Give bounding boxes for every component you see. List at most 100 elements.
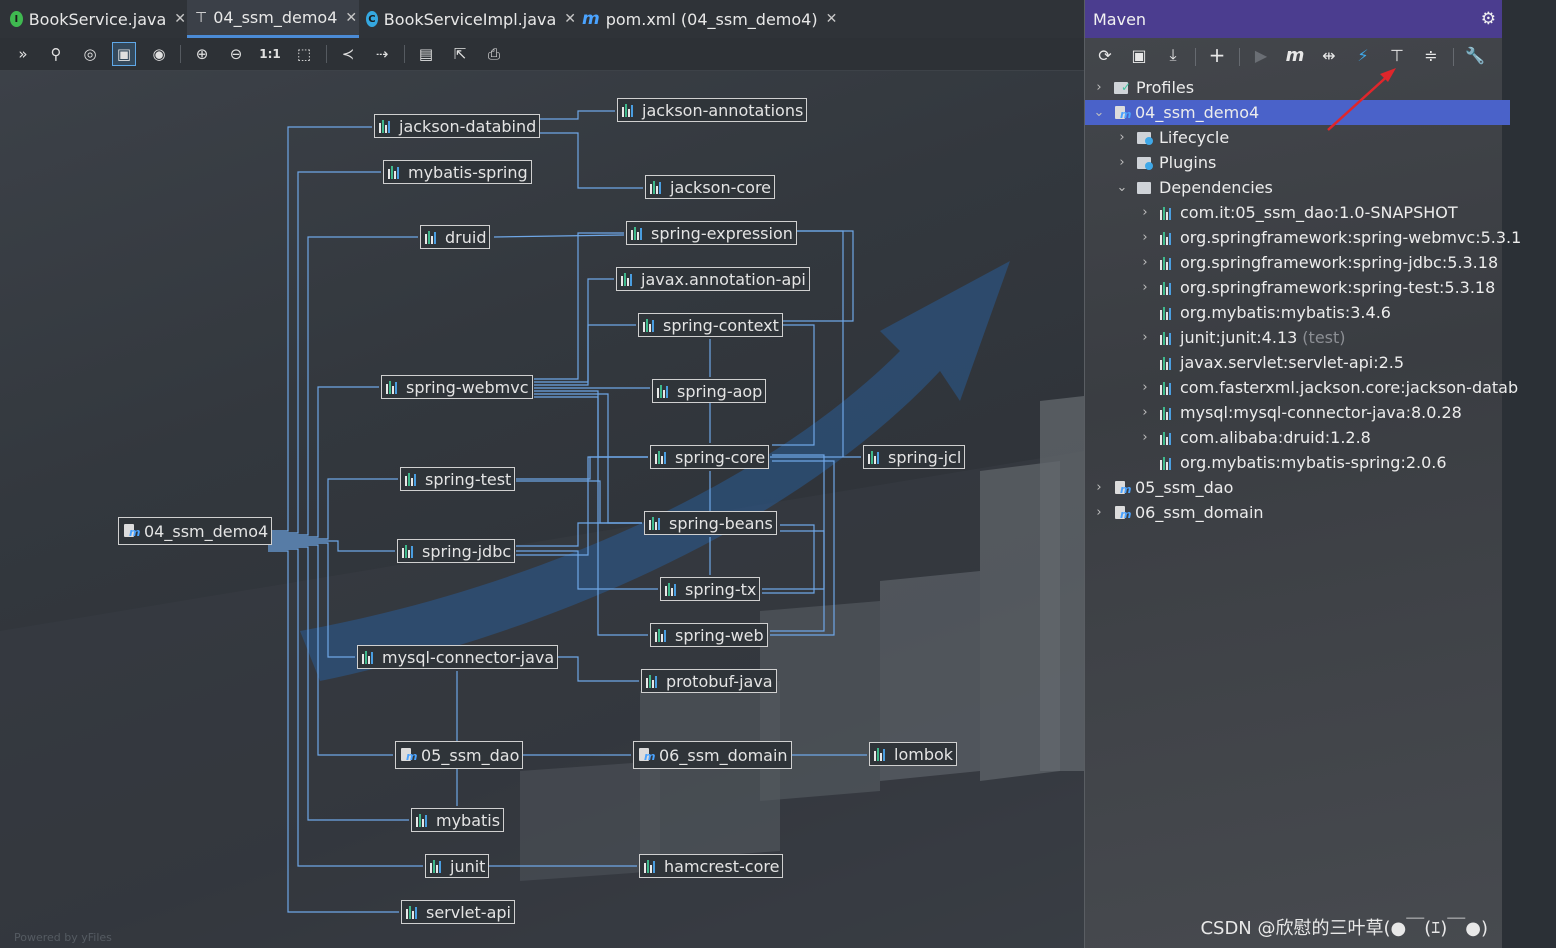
share-icon[interactable]: ≺ <box>341 45 355 63</box>
node-spring-expression[interactable]: spring-expression <box>626 221 797 245</box>
chevron-right-icon[interactable]: › <box>1142 430 1148 445</box>
tree-item-plugins[interactable]: › Plugins <box>1085 150 1533 175</box>
tree-item-dependency[interactable]: javax.servlet:servlet-api:2.5 <box>1085 350 1556 375</box>
tree-item-profiles[interactable]: › Profiles <box>1085 75 1510 100</box>
chevron-down-icon[interactable]: ⌄ <box>1116 180 1128 195</box>
node-druid[interactable]: druid <box>420 225 491 249</box>
node-spring-aop[interactable]: spring-aop <box>652 379 767 403</box>
close-icon[interactable]: ✕ <box>345 9 358 26</box>
node-jackson-annotations[interactable]: jackson-annotations <box>617 98 808 122</box>
add-project-icon[interactable]: ▣ <box>1131 45 1147 65</box>
node-spring-webmvc[interactable]: spring-webmvc <box>381 375 533 399</box>
chevron-down-icon[interactable]: ⌄ <box>1093 105 1105 120</box>
reload-icon[interactable]: ⟳ <box>1098 45 1112 65</box>
fit-window-icon[interactable]: ⬚ <box>296 45 312 63</box>
node-mybatis-spring[interactable]: mybatis-spring <box>383 160 532 184</box>
chevron-right-icon[interactable]: › <box>1096 480 1102 495</box>
tab-pom-xml[interactable]: m pom.xml (04_ssm_demo4) ✕ <box>582 0 837 38</box>
node-mybatis[interactable]: mybatis <box>411 808 505 832</box>
print-icon[interactable]: ⎙ <box>487 45 500 63</box>
tree-item-dependency[interactable]: ›org.springframework:spring-jdbc:5.3.18 <box>1085 250 1556 275</box>
tree-item-dependency[interactable]: ›com.fasterxml.jackson.core:jackson-data… <box>1085 375 1556 400</box>
tree-item-dependency[interactable]: ›org.springframework:spring-test:5.3.18 <box>1085 275 1556 300</box>
focus-icon[interactable]: ◎ <box>83 45 97 63</box>
node-spring-web[interactable]: spring-web <box>650 623 768 647</box>
dependency-diagram-canvas[interactable]: jackson-databind jackson-annotations myb… <box>0 71 1084 948</box>
run-icon[interactable]: ▶ <box>1254 45 1268 65</box>
node-spring-jcl[interactable]: spring-jcl <box>863 445 966 469</box>
tree-item-project-06-ssm-domain[interactable]: › 06_ssm_domain <box>1085 500 1510 525</box>
node-javax-annotation-api[interactable]: javax.annotation-api <box>616 267 810 291</box>
node-spring-jdbc[interactable]: spring-jdbc <box>397 539 516 563</box>
node-05-ssm-dao[interactable]: 05_ssm_dao <box>395 741 524 769</box>
close-icon[interactable]: ✕ <box>174 11 186 27</box>
fit-content-icon[interactable]: ▣ <box>112 42 136 66</box>
zoom-in-icon[interactable]: ⊕ <box>195 45 209 63</box>
node-junit[interactable]: junit <box>425 854 490 878</box>
node-lombok[interactable]: lombok <box>869 742 958 766</box>
actual-size-icon[interactable]: 1:1 <box>259 47 281 61</box>
tree-item-dependency[interactable]: ›org.springframework:spring-webmvc:5.3.1 <box>1085 225 1556 250</box>
tab-bookservice-java[interactable]: I BookService.java ✕ <box>10 0 186 38</box>
node-06-ssm-domain[interactable]: 06_ssm_domain <box>633 741 792 769</box>
tree-item-dependencies[interactable]: ⌄ Dependencies <box>1116 178 1273 197</box>
save-icon[interactable]: ▤ <box>418 45 434 63</box>
background-wallpaper <box>0 261 1084 948</box>
node-spring-tx[interactable]: spring-tx <box>660 577 761 601</box>
tab-bookserviceimpl-java[interactable]: C BookServiceImpl.java ✕ <box>366 0 576 38</box>
settings-icon[interactable]: 🔧 <box>1465 45 1485 65</box>
node-spring-core[interactable]: spring-core <box>650 445 770 469</box>
route-icon[interactable]: ⇢ <box>375 45 389 63</box>
tree-item-dependency[interactable]: ›junit:junit:4.13(test) <box>1085 325 1556 350</box>
hierarchy-icon[interactable]: ⚲ <box>50 45 62 63</box>
plus-icon[interactable]: + <box>1208 43 1226 67</box>
node-jackson-databind[interactable]: jackson-databind <box>374 114 541 138</box>
chevron-right-icon[interactable]: › <box>1142 255 1148 270</box>
node-spring-test[interactable]: spring-test <box>400 467 516 491</box>
chevron-right-icon[interactable]: › <box>1119 155 1125 170</box>
chevron-right-icon[interactable]: › <box>1142 280 1148 295</box>
node-spring-beans[interactable]: spring-beans <box>644 511 777 535</box>
node-protobuf-java[interactable]: protobuf-java <box>641 669 777 693</box>
node-jackson-core[interactable]: jackson-core <box>645 175 776 199</box>
tree-item-project-05-ssm-dao[interactable]: › 05_ssm_dao <box>1085 475 1510 500</box>
node-spring-context[interactable]: spring-context <box>638 313 783 337</box>
show-dependencies-icon[interactable]: ⊤ <box>1390 45 1404 65</box>
tree-item-dependency[interactable]: ›com.alibaba:druid:1.2.8 <box>1085 425 1556 450</box>
maven-goal-icon[interactable]: m <box>1285 44 1305 66</box>
chevron-right-icon[interactable]: › <box>1142 330 1148 345</box>
dependency-label: mysql:mysql-connector-java:8.0.28 <box>1180 403 1462 422</box>
tree-item-lifecycle[interactable]: › Lifecycle <box>1085 125 1533 150</box>
tree-item-dependency[interactable]: ›com.it:05_ssm_dao:1.0-SNAPSHOT <box>1085 200 1556 225</box>
gear-icon[interactable]: ⚙ <box>1480 9 1496 29</box>
node-root-project[interactable]: 04_ssm_demo4 <box>118 517 273 545</box>
chevron-right-icon[interactable]: › <box>1119 130 1125 145</box>
node-servlet-api[interactable]: servlet-api <box>401 900 515 924</box>
tree-item-dependency[interactable]: › mysql:mysql-connector-java:8.0.28 <box>1085 400 1556 425</box>
chevron-right-icon[interactable]: › <box>1142 405 1148 420</box>
tree-item-dependency[interactable]: org.mybatis:mybatis-spring:2.0.6 <box>1085 450 1556 475</box>
tree-item-project-04-ssm-demo4[interactable]: ⌄ 04_ssm_demo4 <box>1085 100 1510 125</box>
chevron-right-icon[interactable]: › <box>1142 380 1148 395</box>
node-mysql-connector-java[interactable]: mysql-connector-java <box>357 645 559 669</box>
skip-tests-icon[interactable]: ⚡ <box>1357 45 1369 65</box>
layout-icon[interactable]: » <box>18 45 28 63</box>
tab-04-ssm-demo4[interactable]: ⊤ 04_ssm_demo4 ✕ <box>187 0 359 38</box>
chevron-right-icon[interactable]: › <box>1142 205 1148 220</box>
view-icon[interactable]: ◉ <box>152 45 166 63</box>
close-icon[interactable]: ✕ <box>564 11 576 27</box>
collapse-all-icon[interactable]: ≑ <box>1424 45 1438 65</box>
chevron-right-icon[interactable]: › <box>1096 80 1102 95</box>
close-icon[interactable]: ✕ <box>825 11 838 27</box>
class-icon: C <box>366 11 378 27</box>
node-hamcrest-core[interactable]: hamcrest-core <box>639 854 784 878</box>
download-icon[interactable]: ⤓ <box>1169 45 1177 64</box>
tab-label: BookService.java <box>28 9 167 29</box>
toggle-offline-icon[interactable]: ⇹ <box>1322 45 1336 65</box>
chevron-right-icon[interactable]: › <box>1096 505 1102 520</box>
library-icon <box>425 230 440 244</box>
zoom-out-icon[interactable]: ⊖ <box>229 45 243 63</box>
tree-item-dependency[interactable]: org.mybatis:mybatis:3.4.6 <box>1085 300 1556 325</box>
chevron-right-icon[interactable]: › <box>1142 230 1148 245</box>
export-icon[interactable]: ⇱ <box>453 45 467 63</box>
